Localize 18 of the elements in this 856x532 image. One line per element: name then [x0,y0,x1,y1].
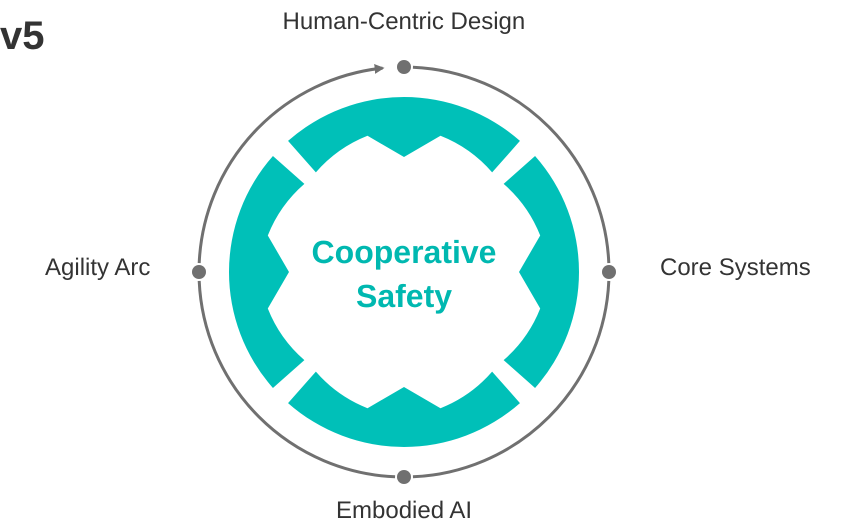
dot-marker [397,60,411,74]
ring-segment [229,156,304,388]
connector-arc [198,280,396,478]
connector-arc [412,280,610,478]
dot-marker [192,265,206,279]
node-caption: Agility Arc [45,254,150,282]
node-caption: Core Systems [660,254,811,282]
node-caption: Human-Centric Design [282,8,526,36]
connector-arc [412,66,610,264]
center-title: Cooperative Safety [294,230,514,318]
heading-text: v5 [0,14,44,59]
dot-marker [397,470,411,484]
ring-segment [504,156,579,388]
ring-segment [288,372,520,447]
ring-segment [288,97,520,172]
node-caption: Embodied AI [336,497,472,525]
arrow [198,64,385,264]
dot-marker [602,265,616,279]
